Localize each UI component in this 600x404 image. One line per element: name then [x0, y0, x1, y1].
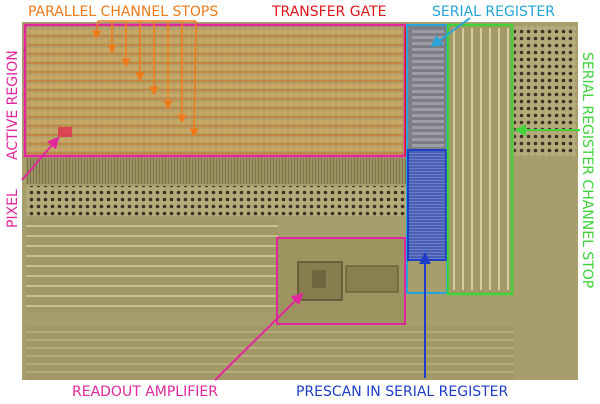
pixel-row [27, 39, 403, 43]
label-readout-amplifier: READOUT AMPLIFIER [72, 384, 218, 400]
serial-cell [412, 60, 444, 63]
serial-register-cells [412, 30, 444, 147]
serial-cell [412, 144, 444, 147]
amplifier-gate [312, 270, 326, 288]
readout-amplifier-outline [276, 237, 406, 325]
active-region-rows [27, 27, 403, 155]
pixel-row [27, 93, 403, 97]
serial-cell [412, 102, 444, 105]
parallel-channel-stops-arrows [92, 20, 199, 138]
pixel-row [27, 75, 403, 79]
serial-cell [412, 84, 444, 87]
right-contact-pads [514, 26, 576, 156]
serial-cell [412, 54, 444, 57]
serial-clock-lines [453, 28, 509, 290]
channel-stop-arrow [92, 20, 102, 40]
prescan-area [408, 150, 448, 260]
label-serial-register: SERIAL REGISTER [432, 4, 555, 20]
serial-cell [412, 114, 444, 117]
label-parallel-channel-stops: PARALLEL CHANNEL STOPS [28, 4, 218, 20]
serial-cell [412, 78, 444, 81]
label-transfer-gate: TRANSFER GATE [271, 4, 386, 20]
serial-cell [412, 48, 444, 51]
pixel-row [27, 147, 403, 151]
pixel-row [27, 111, 403, 115]
pixel-row [27, 84, 403, 88]
amplifier-output [345, 265, 399, 293]
pixel-marker [58, 127, 72, 137]
label-active-region: ACTIVE REGION [5, 50, 21, 160]
pixel-row [27, 30, 403, 34]
serial-cell [412, 96, 444, 99]
serial-cell [412, 30, 444, 33]
serial-cell [412, 108, 444, 111]
pixel-row [27, 48, 403, 52]
serial-cell [412, 138, 444, 141]
label-prescan-in-serial-register: PRESCAN IN SERIAL REGISTER [296, 384, 508, 400]
serial-register-arrow [430, 17, 471, 48]
channel-stop-arrow [189, 20, 199, 138]
pixel-row [27, 66, 403, 70]
serial-cell [412, 66, 444, 69]
contact-pads-row [26, 186, 406, 216]
pixel-arrow [21, 136, 60, 181]
serial-cell [412, 126, 444, 129]
pixel-row [27, 102, 403, 106]
serial-register-channel-stop-outline [446, 23, 514, 296]
serial-cell [412, 72, 444, 75]
bus-lines [26, 225, 278, 307]
gate-lines-area [26, 158, 406, 184]
label-pixel: PIXEL [5, 189, 21, 228]
pixel-row [27, 129, 403, 133]
serial-cell [412, 42, 444, 45]
bottom-lines [26, 331, 514, 373]
pixel-row [27, 138, 403, 142]
serial-cell [412, 36, 444, 39]
pixel-row [27, 57, 403, 61]
label-serial-register-channel-stop: SERIAL REGISTER CHANNEL STOP [579, 52, 595, 288]
serial-cell [412, 132, 444, 135]
readout-amplifier-arrow [214, 292, 304, 381]
right-lower-area [514, 160, 576, 380]
serial-cell [412, 120, 444, 123]
serial-cell [412, 90, 444, 93]
bottom-area [26, 326, 514, 380]
pixel-row [27, 120, 403, 124]
chip-image [22, 22, 578, 380]
active-region-area [26, 26, 404, 156]
